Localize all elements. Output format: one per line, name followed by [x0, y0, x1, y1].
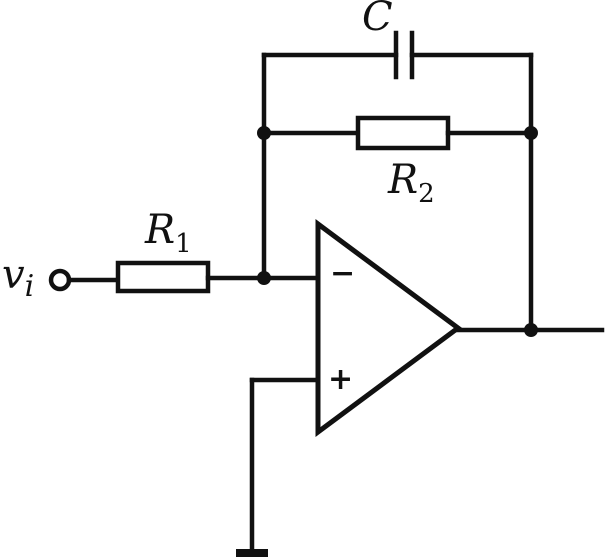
r2-label-sub: 2 — [418, 179, 435, 209]
junction-dot-left-r2 — [257, 126, 271, 140]
junction-dot-input — [257, 271, 271, 285]
r1-label-main: R — [144, 207, 175, 253]
inverting-input-sign: − — [330, 256, 355, 291]
resistor-r2 — [355, 115, 451, 151]
input-label: vi — [2, 252, 34, 304]
r2-label-main: R — [387, 157, 418, 203]
capacitor-label: C — [362, 0, 393, 40]
r2-label: R2 — [387, 157, 435, 209]
input-terminal — [48, 268, 72, 292]
junction-dot-right-r2 — [524, 126, 538, 140]
r1-label-sub: 1 — [175, 229, 192, 259]
r1-label: R1 — [144, 207, 192, 259]
junction-dot-output — [524, 323, 538, 337]
op-amp — [315, 219, 463, 437]
noninverting-input-sign: + — [328, 362, 353, 397]
input-label-main: v — [2, 252, 25, 298]
resistor-r1 — [115, 260, 211, 294]
input-label-sub: i — [25, 269, 35, 304]
